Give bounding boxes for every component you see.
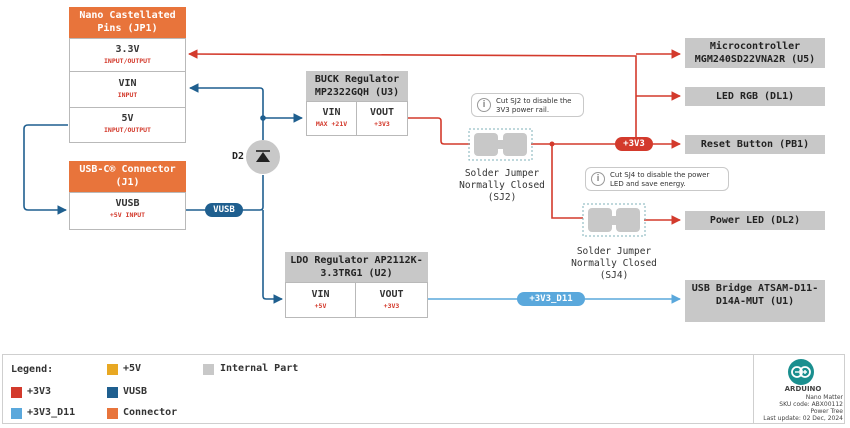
jp1-pin-label: VIN	[118, 78, 137, 89]
buck-vout: VOUT +3V3	[357, 101, 408, 136]
footer-doc: Power Tree	[810, 408, 843, 415]
legend-5v: +5V	[123, 363, 142, 374]
buck-vin-label: VIN	[322, 107, 341, 118]
jp1-title: Nano Castellated Pins (JP1)	[79, 10, 176, 34]
sj2-note-text: Cut SJ2 to disable the 3V3 power rail.	[496, 97, 572, 114]
legend: Legend: +5V Internal Part +3V3 VUSB +3V3…	[2, 354, 845, 424]
footer-sku: SKU code: ABX00112	[779, 401, 843, 408]
legend-vusb: VUSB	[123, 386, 148, 397]
sj4-note: i Cut SJ4 to disable the power LED and s…	[585, 167, 729, 191]
led-rgb-box: LED RGB (DL1)	[685, 87, 825, 106]
jp1-pin-sub: INPUT/OUTPUT	[104, 57, 151, 65]
ldo-vout-sub: +3V3	[383, 302, 400, 310]
rail-to-jp1-line	[188, 49, 637, 144]
j1-header: USB-C® Connector (J1)	[69, 161, 186, 192]
jp1-pin-vin: VIN INPUT	[69, 72, 186, 108]
j1-label: VUSB	[115, 198, 140, 209]
junction-dot	[260, 115, 266, 121]
info-icon: i	[591, 172, 605, 186]
3v3-d11-pill: +3V3_D11	[517, 292, 585, 306]
footer-updated: Last update: 02 Dec, 2024	[763, 415, 843, 422]
j1-vusb: VUSB +5V INPUT	[69, 192, 186, 230]
d2-diode-icon	[246, 140, 280, 174]
ldo-vin-label: VIN	[311, 289, 330, 300]
legend-title: Legend:	[11, 364, 54, 375]
power-led-box: Power LED (DL2)	[685, 211, 825, 230]
jp1-pin-label: 3.3V	[115, 44, 140, 55]
legend-swatch-3v3	[11, 387, 22, 398]
ldo-title: LDO Regulator AP2112K-3.3TRG1 (U2)	[290, 255, 423, 279]
buck-vin-sub: MAX +21V	[315, 120, 348, 128]
sj4-note-text: Cut SJ4 to disable the power LED and sav…	[610, 171, 710, 188]
ldo-vout: VOUT +3V3	[356, 282, 428, 318]
legend-swatch-vusb	[107, 387, 118, 398]
reset-button-box: Reset Button (PB1)	[685, 135, 825, 154]
sj2-jumper	[468, 128, 533, 161]
jp1-pin-sub: INPUT/OUTPUT	[104, 126, 151, 134]
mcu-box: Microcontroller MGM240SD22VNA2R (U5)	[685, 38, 825, 68]
buck-vout-label: VOUT	[369, 107, 395, 118]
3v3-pill: +3V3	[615, 137, 653, 151]
legend-swatch-5v	[107, 364, 118, 375]
legend-3v3-d11: +3V3_D11	[27, 407, 76, 418]
info-icon: i	[477, 98, 491, 112]
legend-swatch-internal	[203, 364, 214, 375]
jp1-header: Nano Castellated Pins (JP1)	[69, 7, 186, 38]
footer-product: Nano Matter	[805, 394, 843, 401]
ldo-vout-label: VOUT	[379, 289, 404, 300]
j1-title: USB-C® Connector (J1)	[79, 164, 176, 188]
junction-dot	[549, 141, 555, 147]
vusb-to-ldo-line	[262, 210, 283, 304]
sj4-caption: Solder Jumper Normally Closed (SJ4)	[571, 246, 657, 281]
legend-connector: Connector	[123, 407, 178, 418]
buck-vin: VIN MAX +21V	[306, 101, 357, 136]
jp1-pin-label: 5V	[121, 113, 134, 124]
buck-header: BUCK Regulator MP2322GQH (U3)	[306, 71, 408, 101]
legend-swatch-connector	[107, 408, 118, 419]
buck-title: BUCK Regulator MP2322GQH (U3)	[314, 74, 400, 98]
jp1-pin-5v: 5V INPUT/OUTPUT	[69, 108, 186, 143]
jp1-pin-3v3: 3.3V INPUT/OUTPUT	[69, 38, 186, 72]
ldo-vin: VIN +5V	[285, 282, 356, 318]
5v-to-vusb-line	[23, 124, 68, 215]
sj4-jumper	[582, 203, 646, 237]
buck-to-sj2-line	[408, 117, 470, 145]
legend-divider	[753, 355, 754, 423]
vusb-pill: VUSB	[205, 203, 243, 217]
d2-to-vin-line	[189, 83, 264, 140]
jp1-pins: 3.3V INPUT/OUTPUT VIN INPUT 5V INPUT/OUT…	[69, 38, 186, 143]
legend-internal: Internal Part	[220, 363, 299, 374]
ldo-vin-sub: +5V	[314, 302, 327, 310]
usb-bridge-box: USB Bridge ATSAM-D11-D14A-MUT (U1)	[685, 280, 825, 322]
sj2-note: i Cut SJ2 to disable the 3V3 power rail.	[471, 93, 584, 117]
legend-3v3: +3V3	[27, 386, 52, 397]
vusb-to-d2-line	[186, 175, 264, 211]
buck-vout-sub: +3V3	[374, 120, 390, 128]
rail-to-sj4-line	[551, 144, 583, 219]
d2-label: D2	[232, 151, 245, 162]
brand-name: ARDUINO	[784, 385, 822, 393]
jp1-pin-sub: INPUT	[117, 91, 138, 99]
ldo-header: LDO Regulator AP2112K-3.3TRG1 (U2)	[285, 252, 428, 282]
arduino-logo-icon	[788, 359, 814, 385]
j1-sub: +5V INPUT	[109, 211, 146, 219]
sj2-caption: Solder Jumper Normally Closed (SJ2)	[459, 168, 545, 203]
legend-swatch-3v3-d11	[11, 408, 22, 419]
